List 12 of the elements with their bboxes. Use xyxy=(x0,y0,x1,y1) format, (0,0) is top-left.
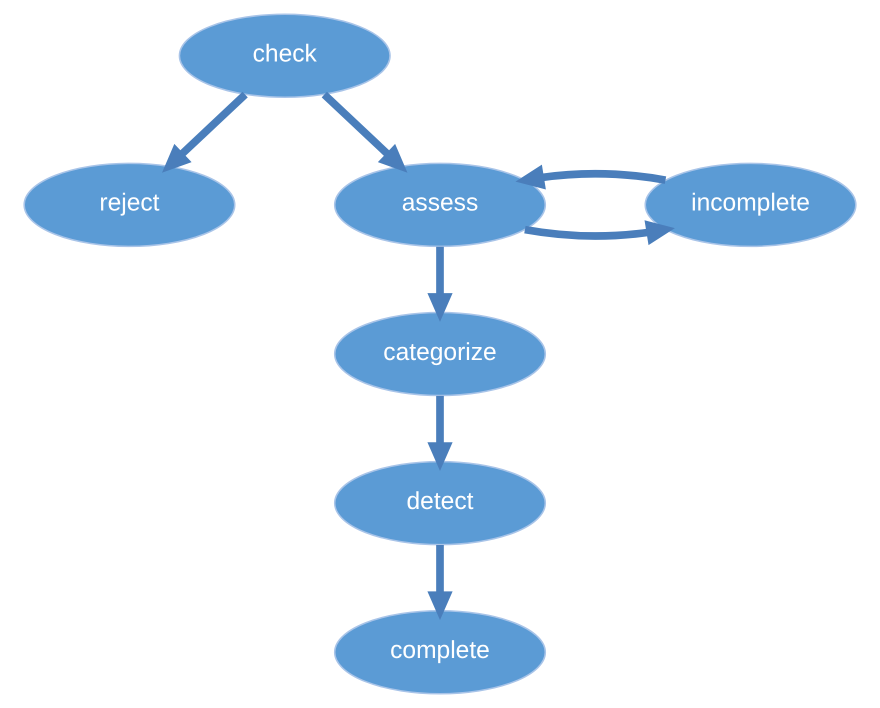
arrow xyxy=(427,246,453,322)
arrow xyxy=(427,544,453,620)
arrow xyxy=(524,220,675,246)
node-ellipse: detect xyxy=(334,460,546,546)
arrow xyxy=(515,164,666,190)
arrow xyxy=(322,92,408,173)
node-ellipse: categorize xyxy=(334,312,546,396)
node-ellipse: complete xyxy=(334,610,546,695)
node-ellipse: reject xyxy=(23,162,236,248)
node-ellipse: check xyxy=(178,13,391,98)
arrow xyxy=(427,396,453,471)
arrow xyxy=(162,92,248,173)
